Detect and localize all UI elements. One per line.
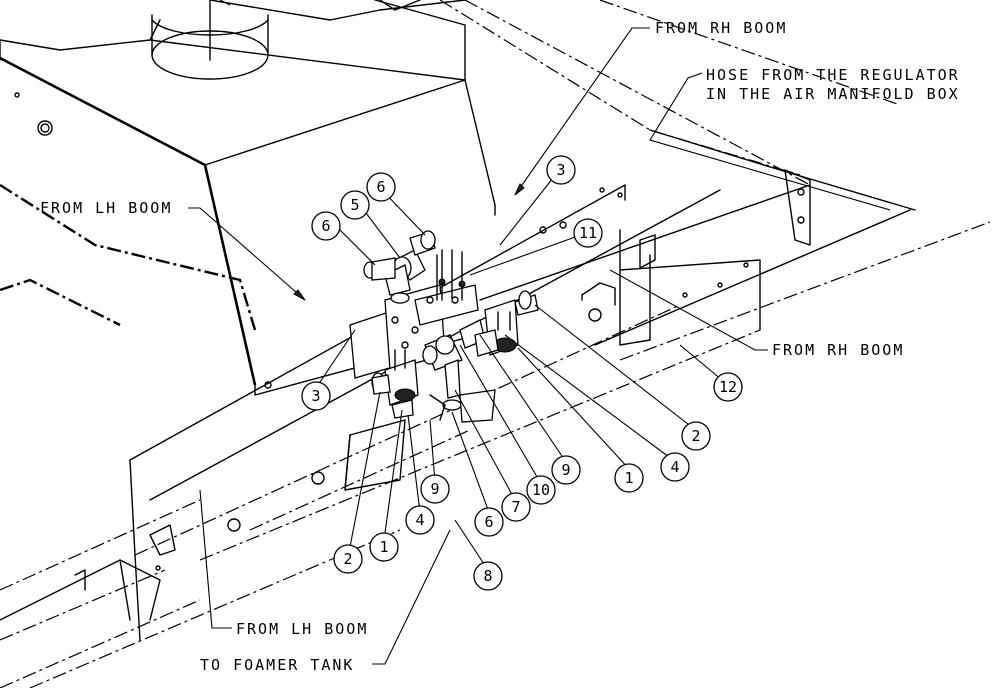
svg-text:4: 4: [670, 458, 679, 476]
callout-from-rh-boom-right: FROM RH BOOM: [772, 341, 904, 359]
svg-text:6: 6: [321, 217, 330, 235]
svg-text:4: 4: [415, 511, 424, 529]
svg-text:12: 12: [719, 378, 737, 396]
balloon: 11: [573, 218, 603, 248]
callout-hose-line1: HOSE FROM THE REGULATOR: [706, 66, 960, 84]
balloon: 3: [546, 155, 576, 185]
svg-text:6: 6: [376, 178, 385, 196]
balloon: 1: [614, 463, 644, 493]
balloon: 6: [311, 211, 341, 241]
balloon: 3: [301, 381, 331, 411]
svg-text:3: 3: [556, 161, 565, 179]
balloon: 9: [551, 455, 581, 485]
balloon: 4: [405, 505, 435, 535]
callout-hose-line2: IN THE AIR MANIFOLD BOX: [706, 85, 960, 103]
svg-text:5: 5: [350, 196, 359, 214]
balloon: 6: [474, 507, 504, 537]
svg-text:1: 1: [624, 469, 633, 487]
svg-text:2: 2: [691, 427, 700, 445]
svg-text:2: 2: [343, 550, 352, 568]
callout-leaders: [188, 27, 891, 665]
svg-text:11: 11: [579, 224, 597, 242]
callout-to-foamer-tank: TO FOAMER TANK: [200, 656, 354, 674]
balloon: 6: [366, 172, 396, 202]
svg-text:3: 3: [311, 387, 320, 405]
svg-text:1: 1: [379, 538, 388, 556]
svg-text:10: 10: [532, 481, 550, 499]
valve-assembly: [349, 230, 539, 423]
balloon: 5: [340, 190, 370, 220]
svg-text:9: 9: [561, 461, 570, 479]
balloon: 9: [420, 474, 450, 504]
balloon: 10: [526, 475, 556, 505]
balloon: 2: [681, 421, 711, 451]
lower-frame: [0, 419, 471, 688]
balloon: 12: [713, 372, 743, 402]
callout-from-lh-boom-upper: FROM LH BOOM: [40, 199, 172, 217]
callout-from-rh-boom-top: FROM RH BOOM: [655, 19, 787, 37]
balloon: 1: [369, 532, 399, 562]
svg-text:7: 7: [511, 498, 520, 516]
callout-from-lh-boom-lower: FROM LH BOOM: [236, 620, 368, 638]
upper-frame-panels: [379, 0, 916, 246]
svg-text:8: 8: [483, 567, 492, 585]
balloon: 8: [473, 561, 503, 591]
svg-text:6: 6: [484, 513, 493, 531]
main-frame-rail: [129, 184, 991, 641]
balloon: 4: [660, 452, 690, 482]
balloon: 2: [333, 544, 363, 574]
svg-text:9: 9: [430, 480, 439, 498]
balloon: 7: [501, 492, 531, 522]
